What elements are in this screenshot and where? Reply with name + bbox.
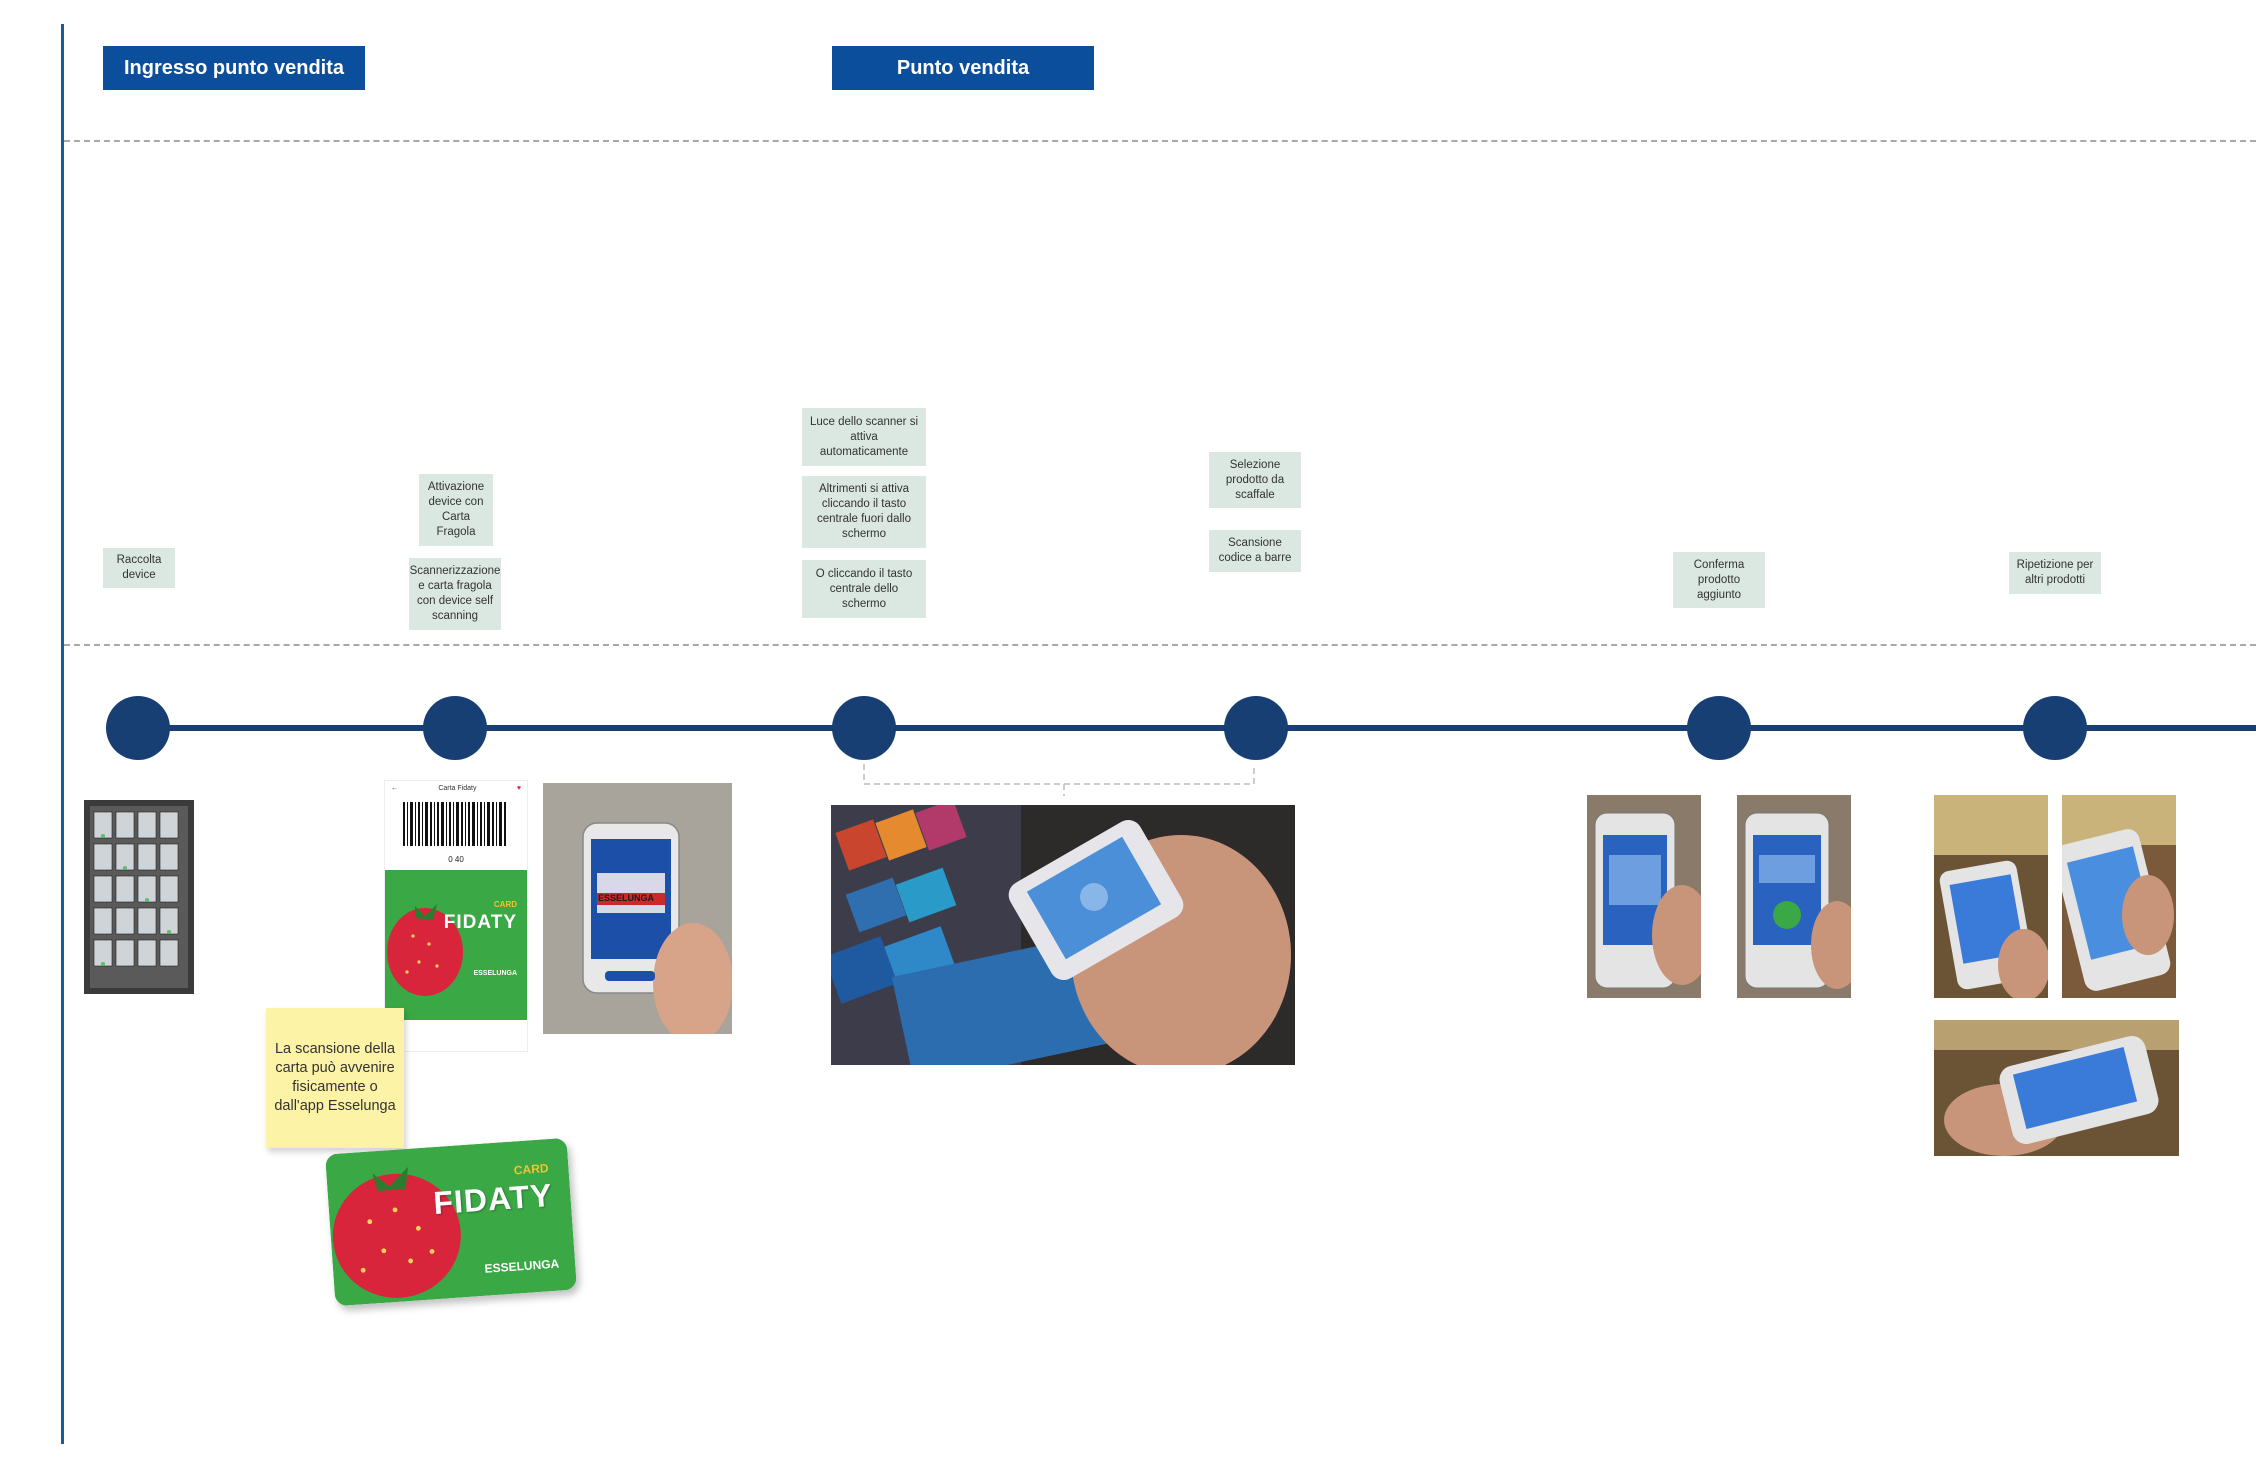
- app-card-brand: FIDATY: [443, 912, 517, 933]
- app-screen-carta-fidaty: ← Carta Fidaty ♥ 0 40 CARD FIDATY ESSELU…: [384, 780, 528, 1052]
- note-conferma-prodotto: Conferma prodotto aggiunto: [1673, 552, 1765, 608]
- strawberry-icon: [324, 1137, 578, 1307]
- barcode-number: 0 40: [448, 855, 464, 864]
- note-cliccando-tasto: O cliccando il tasto centrale dello sche…: [802, 560, 926, 618]
- shelf-scanning-photo: [831, 805, 1295, 1065]
- timeline-step-5: [1687, 696, 1751, 760]
- app-screen-title: Carta Fidaty: [438, 785, 477, 792]
- timeline-step-4: [1224, 696, 1288, 760]
- left-border-line: [61, 24, 64, 1444]
- device-rack-photo: [84, 800, 194, 994]
- note-scannerizzazione: Scannerizzazione e carta fragola con dev…: [409, 558, 501, 630]
- note-selezione-prodotto: Selezione prodotto da scaffale: [1209, 452, 1301, 508]
- repeat-device-photo-2: [2062, 795, 2176, 998]
- lane-divider-bottom: [64, 644, 2256, 646]
- note-luce-scanner: Luce dello scanner si attiva automaticam…: [802, 408, 926, 466]
- confirm-device-photo-2: [1737, 795, 1851, 998]
- note-ripetizione: Ripetizione per altri prodotti: [2009, 552, 2101, 594]
- back-arrow-icon: ←: [391, 785, 398, 792]
- note-scansione-codice: Scansione codice a barre: [1209, 530, 1301, 572]
- fidaty-card: CARD FIDATY ESSELUNGA: [324, 1137, 578, 1307]
- phase-header-punto-vendita: Punto vendita: [832, 46, 1094, 90]
- timeline-step-6: [2023, 696, 2087, 760]
- timeline-step-1: [106, 696, 170, 760]
- lane-divider-top: [64, 140, 2256, 142]
- device-in-hand-photo: [543, 783, 732, 1034]
- device-screen-text: ESSELUNGA: [597, 893, 654, 903]
- heart-icon: ♥: [516, 785, 521, 792]
- repeat-device-photo-1: [1934, 795, 2048, 998]
- note-attivazione-device: Attivazione device con Carta Fragola: [419, 474, 493, 546]
- barcode-graphic: [403, 802, 506, 846]
- app-card-issuer: ESSELUNGA: [473, 970, 517, 977]
- app-card-label: CARD: [493, 900, 517, 909]
- step-bracket: [863, 764, 1255, 796]
- strawberry-icon: [385, 870, 527, 1020]
- sticky-note-scansione-carta: La scansione della carta può avvenire fi…: [266, 1008, 404, 1148]
- repeat-device-photo-3: [1934, 1020, 2179, 1156]
- note-altrimenti: Altrimenti si attiva cliccando il tasto …: [802, 476, 926, 548]
- app-card-image: CARD FIDATY ESSELUNGA: [385, 870, 527, 1020]
- timeline-step-2: [423, 696, 487, 760]
- timeline-axis: [150, 725, 2256, 731]
- phase-header-ingresso: Ingresso punto vendita: [103, 46, 365, 90]
- note-raccolta-device: Raccolta device: [103, 548, 175, 588]
- confirm-device-photo-1: [1587, 795, 1701, 998]
- card-label: CARD: [513, 1161, 549, 1178]
- timeline-step-3: [832, 696, 896, 760]
